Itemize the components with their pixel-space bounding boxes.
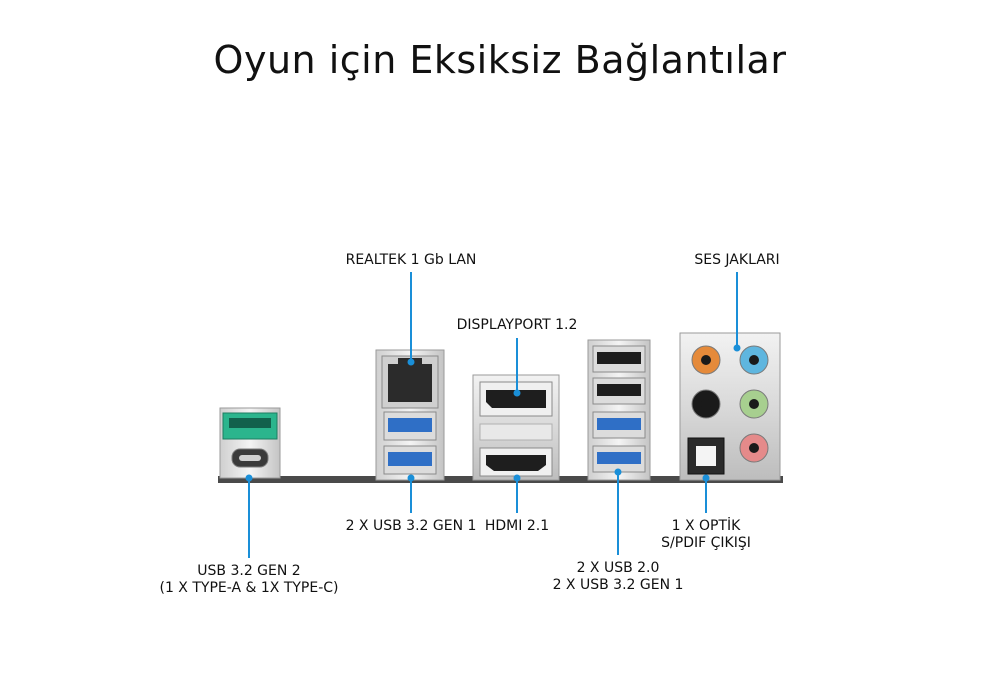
page-title: Oyun için Eksiksiz Bağlantılar: [213, 38, 787, 82]
label-hdmi: HDMI 2.1: [484, 518, 550, 534]
callout-dot-lan: [407, 358, 415, 366]
audio-jacks: [691, 345, 769, 463]
label-usb-stack-line1: 2 X USB 2.0: [576, 560, 660, 576]
label-usb-gen2: USB 3.2 GEN 2 (1 X TYPE-A & 1X TYPE-C): [149, 563, 349, 597]
callout-dot-hdmi: [513, 474, 521, 482]
usb-gen2-port-group: [219, 407, 281, 479]
usb-stack-port-group: [587, 339, 651, 481]
audio-port-group: [679, 332, 781, 481]
callout-dots: [245, 344, 741, 482]
label-audio: SES JAKLARI: [694, 252, 780, 268]
label-usb-gen2-line2: (1 X TYPE-A & 1X TYPE-C): [159, 580, 339, 596]
label-usb-gen1-pair: 2 X USB 3.2 GEN 1: [345, 518, 477, 534]
callout-dot-dp: [513, 389, 521, 397]
audio-jack-hole-5: [749, 443, 759, 453]
callout-lines: [248, 272, 738, 558]
lan-usb-port-group: [375, 349, 445, 481]
callout-dot-optical: [702, 474, 710, 482]
callout-dot-usb-stack: [614, 468, 622, 476]
label-usb-stack-line2: 2 X USB 3.2 GEN 1: [552, 577, 684, 593]
audio-jack-hole-3: [701, 399, 711, 409]
callout-dot-audio: [733, 344, 741, 352]
label-optical-line1: 1 X OPTİK: [671, 518, 741, 534]
audio-jack-hole-4: [749, 399, 759, 409]
label-optical: 1 X OPTİK S/PDIF ÇIKIŞI: [626, 518, 786, 552]
label-usb-gen2-line1: USB 3.2 GEN 2: [197, 563, 301, 579]
label-usb-stack: 2 X USB 2.0 2 X USB 3.2 GEN 1: [518, 560, 718, 594]
callout-dot-usb-gen2: [245, 474, 253, 482]
audio-jack-hole-2: [749, 355, 759, 365]
callout-dot-usb-gen1: [407, 474, 415, 482]
label-lan: REALTEK 1 Gb LAN: [345, 252, 477, 268]
label-optical-line2: S/PDIF ÇIKIŞI: [661, 535, 751, 551]
label-displayport: DISPLAYPORT 1.2: [456, 317, 578, 333]
audio-jack-hole-1: [701, 355, 711, 365]
